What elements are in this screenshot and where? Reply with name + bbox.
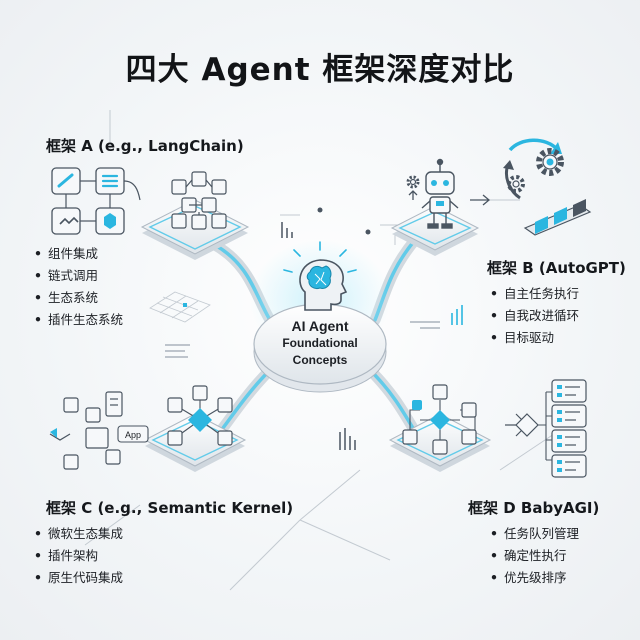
hex-icon: [104, 213, 116, 229]
list-item: 微软生态集成: [34, 523, 123, 545]
gear-icon: [406, 175, 420, 189]
center-line-3: Concepts: [292, 353, 348, 367]
framework-c-list: 微软生态集成 插件架构 原生代码集成: [34, 523, 123, 589]
arrow-up-icon: [408, 190, 418, 200]
list-item: 目标驱动: [490, 327, 579, 349]
list-item: 组件集成: [34, 243, 123, 265]
decor-bars-a: [281, 222, 293, 238]
framework-d-label: 框架 D BabyAGI): [468, 499, 600, 517]
list-item: 生态系统: [34, 287, 123, 309]
center-line-1: AI Agent: [291, 318, 349, 334]
gear-icon-small: [507, 175, 525, 193]
center-disc: [253, 303, 387, 393]
list-item: 链式调用: [34, 265, 123, 287]
list-item: 优先级排序: [490, 567, 579, 589]
network-c: [167, 385, 233, 446]
flowchart-a: [51, 167, 141, 235]
database-icon: [101, 174, 119, 188]
decor-bars-b: [451, 305, 463, 325]
list-item: 自主任务执行: [490, 283, 579, 305]
decor-list-right: [410, 321, 440, 329]
framework-b-list: 自主任务执行 自我改进循环 目标驱动: [490, 283, 579, 349]
app-tag: App: [117, 425, 149, 443]
robot-icon: [421, 158, 459, 229]
sync-arrows-icon: [503, 138, 562, 200]
list-item: 确定性执行: [490, 545, 579, 567]
list-item: 插件架构: [34, 545, 123, 567]
brain-icon: [283, 241, 357, 311]
framework-b-label: 框架 B (AutoGPT): [487, 259, 626, 277]
center-label: AI Agent Foundational Concepts: [262, 318, 378, 369]
page-title: 四大 Agent 框架深度对比: [125, 52, 515, 88]
framework-d-list: 任务队列管理 确定性执行 优先级排序: [490, 523, 579, 589]
framework-a-label: 框架 A (e.g., LangChain): [46, 137, 244, 155]
list-item: 任务队列管理: [490, 523, 579, 545]
list-item: 自我改进循环: [490, 305, 579, 327]
server-icon: [105, 391, 123, 417]
list-item: 插件生态系统: [34, 309, 123, 331]
link-icon: [57, 173, 74, 188]
arrow-right-icon: [470, 194, 491, 206]
conveyor-icon: [523, 199, 592, 236]
flowchart-d: [402, 384, 477, 455]
decor-grid: [149, 291, 211, 323]
app-tag-label: App: [125, 430, 141, 440]
list-item: 原生代码集成: [34, 567, 123, 589]
cube-cluster-a: [171, 171, 227, 230]
chain-icon: [59, 216, 79, 225]
decor-bars-c: [339, 428, 356, 450]
framework-a-list: 组件集成 链式调用 生态系统 插件生态系统: [34, 243, 123, 331]
small-tag-icon: [50, 428, 57, 438]
framework-c-label: 框架 C (e.g., Semantic Kernel): [46, 499, 294, 517]
list-icon: [505, 379, 587, 478]
cube-cluster-c: [49, 391, 123, 470]
gear-icon-large: [536, 148, 564, 176]
center-line-2: Foundational: [282, 336, 358, 350]
decor-list-left: [165, 344, 190, 358]
